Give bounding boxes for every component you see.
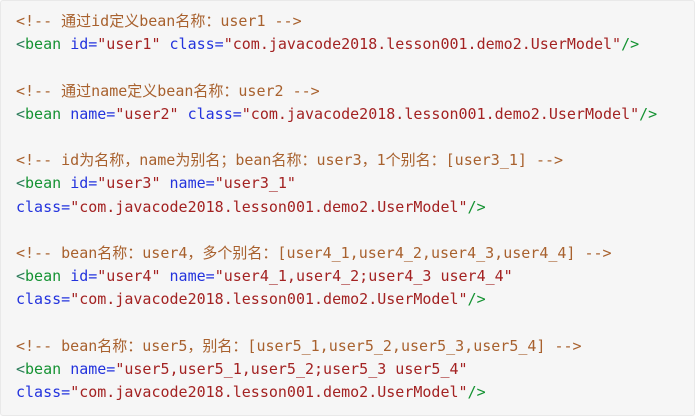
token-plain (161, 267, 170, 285)
token-plain (61, 267, 70, 285)
token-attr: class= (16, 197, 71, 216)
token-string: "com.javacode2018.lesson001.demo2.UserMo… (70, 383, 468, 401)
token-bracket: < (16, 359, 26, 378)
code-line: class="com.javacode2018.lesson001.demo2.… (16, 381, 679, 404)
token-tag: /> (621, 35, 640, 54)
token-attr: name= (169, 267, 215, 286)
token-attr: class= (187, 104, 242, 123)
token-plain (61, 360, 70, 378)
code-line: <bean name="user5,user5_1,user5_2;user5_… (16, 358, 679, 381)
code-line: <!-- bean名称：user4，多个别名：[user4_1,user4_2,… (16, 242, 679, 265)
token-plain (161, 35, 170, 53)
code-line (16, 126, 679, 149)
token-string: "user3_1" (214, 174, 296, 193)
token-plain (161, 174, 170, 192)
token-attr: name= (70, 359, 116, 378)
token-string: "com.javacode2018.lesson001.demo2.UserMo… (70, 290, 468, 309)
code-line (16, 56, 679, 79)
token-tag: bean (25, 104, 62, 123)
token-attr: name= (169, 174, 215, 193)
token-attr: id= (70, 174, 98, 193)
token-plain (61, 105, 70, 123)
token-tag: /> (639, 104, 658, 123)
token-tag: bean (25, 35, 62, 54)
token-attr: id= (70, 267, 98, 286)
token-tag: /> (467, 197, 486, 216)
token-tag: /> (467, 290, 486, 309)
token-string: "user3" (97, 174, 161, 193)
token-comment: <!-- 通过name定义bean名称：user2 --> (16, 81, 320, 100)
token-string: "com.javacode2018.lesson001.demo2.UserMo… (223, 35, 622, 54)
code-line: <bean id="user1" class="com.javacode2018… (16, 33, 679, 56)
code-line: <bean id="user3" name="user3_1" (16, 172, 679, 195)
code-line: <!-- 通过id定义bean名称：user1 --> (16, 10, 679, 33)
token-comment: <!-- bean名称：user4，多个别名：[user4_1,user4_2,… (16, 243, 612, 262)
code-line (16, 311, 679, 334)
token-bracket: < (16, 35, 26, 54)
token-string: "user2" (115, 104, 179, 123)
token-bracket: < (16, 267, 26, 286)
code-line: <!-- bean名称：user5，别名：[user5_1,user5_2,us… (16, 335, 679, 358)
token-attr: id= (70, 35, 98, 54)
token-tag: /> (467, 383, 486, 401)
token-string: "user4" (97, 267, 161, 286)
token-tag: bean (25, 359, 62, 378)
token-comment: <!-- 通过id定义bean名称：user1 --> (16, 12, 302, 30)
code-line: class="com.javacode2018.lesson001.demo2.… (16, 288, 679, 311)
code-line: <!-- 通过name定义bean名称：user2 --> (16, 80, 679, 103)
token-attr: class= (16, 383, 71, 401)
token-string: "user5,user5_1,user5_2;user5_3 user5_4" (115, 359, 468, 378)
token-string: "com.javacode2018.lesson001.demo2.UserMo… (70, 197, 468, 216)
token-plain (179, 105, 188, 123)
token-attr: class= (16, 290, 71, 309)
code-line: class="com.javacode2018.lesson001.demo2.… (16, 196, 679, 219)
token-plain (61, 174, 70, 192)
token-attr: class= (169, 35, 224, 54)
token-string: "com.javacode2018.lesson001.demo2.UserMo… (241, 104, 640, 123)
code-line: <bean name="user2" class="com.javacode20… (16, 103, 679, 126)
token-bracket: < (16, 104, 26, 123)
token-bracket: < (16, 174, 26, 193)
token-comment: <!-- id为名称，name为别名；bean名称：user3，1个别名：[us… (16, 151, 564, 170)
code-line: <bean id="user4" name="user4_1,user4_2;u… (16, 265, 679, 288)
token-attr: name= (70, 104, 116, 123)
token-plain (61, 35, 70, 53)
token-string: "user1" (97, 35, 161, 54)
token-tag: bean (25, 267, 62, 286)
token-tag: bean (25, 174, 62, 193)
code-line: <!-- id为名称，name为别名；bean名称：user3，1个别名：[us… (16, 149, 679, 172)
code-line (16, 219, 679, 242)
token-string: "user4_1,user4_2;user4_3 user4_4" (214, 267, 513, 286)
token-comment: <!-- bean名称：user5，别名：[user5_1,user5_2,us… (16, 336, 582, 355)
